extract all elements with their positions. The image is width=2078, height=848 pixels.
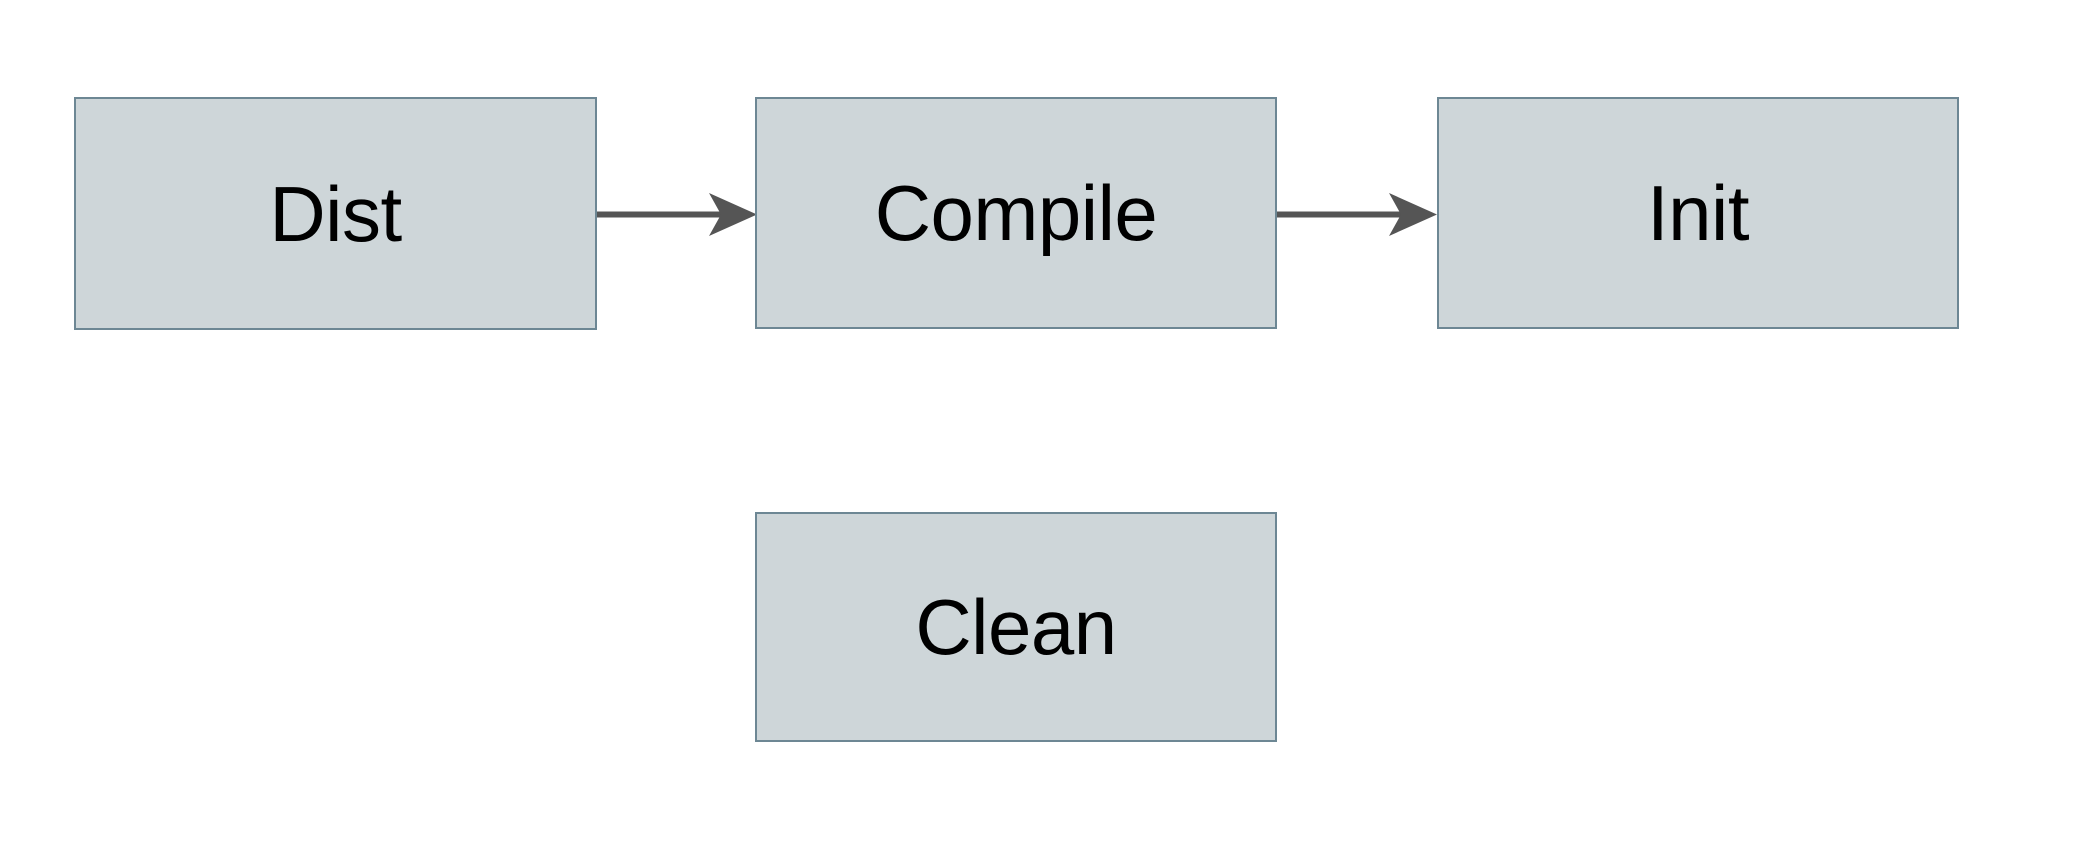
node-compile[interactable]: Compile [755, 97, 1277, 329]
node-dist[interactable]: Dist [74, 97, 597, 330]
node-clean[interactable]: Clean [755, 512, 1277, 742]
node-dist-label: Dist [269, 169, 402, 258]
node-compile-label: Compile [874, 169, 1158, 257]
arrowhead-icon [1389, 193, 1437, 236]
node-init-label: Init [1646, 169, 1750, 257]
edge-compile-to-init[interactable] [1275, 193, 1439, 236]
node-clean-label: Clean [915, 583, 1117, 671]
arrowhead-icon [709, 193, 757, 236]
node-init[interactable]: Init [1437, 97, 1959, 329]
edge-dist-to-compile[interactable] [595, 193, 759, 236]
